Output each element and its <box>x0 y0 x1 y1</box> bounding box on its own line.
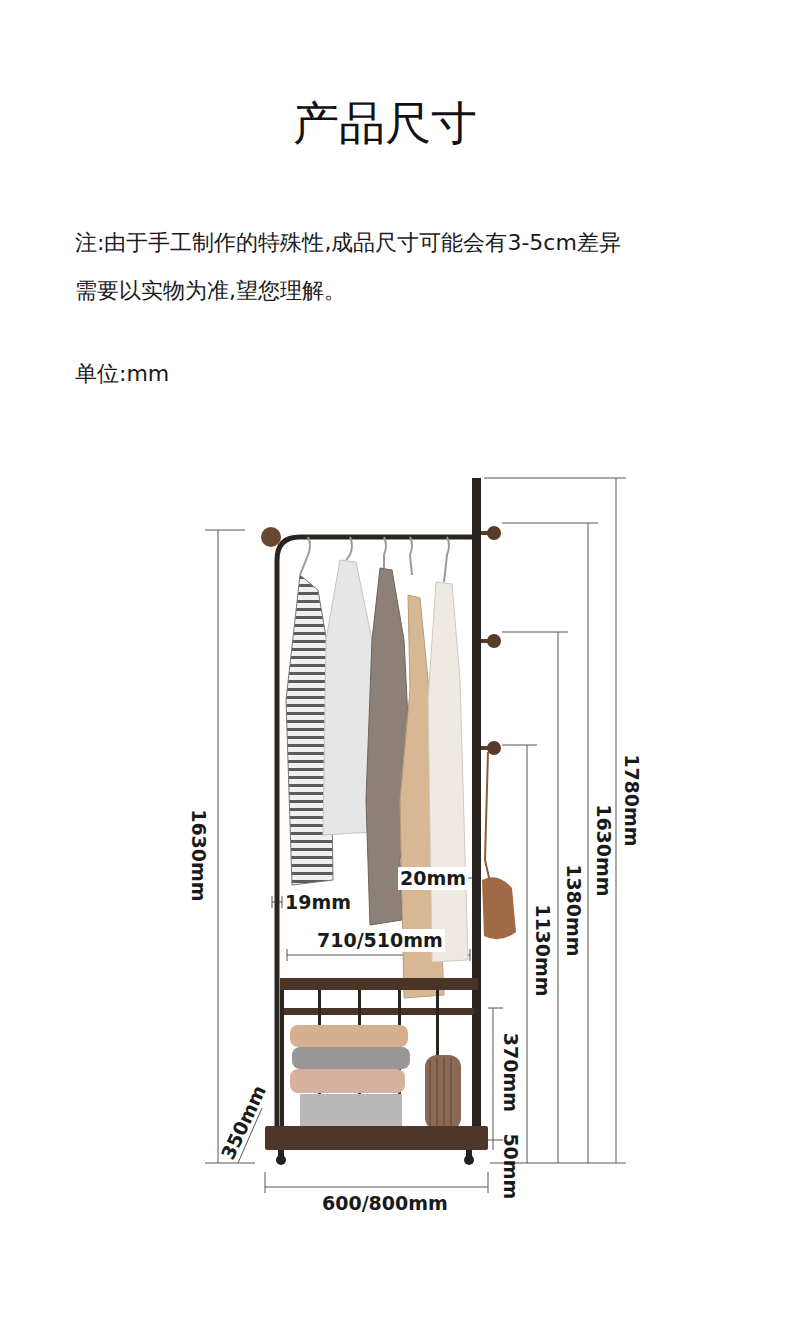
dimension-label: 50mm <box>500 1133 523 1199</box>
dimension-label: 1630mm <box>187 809 210 901</box>
unit-text: 单位:mm <box>75 361 169 387</box>
note-text: 需要以实物为准,望您理解。 <box>75 278 346 304</box>
dimension-label: 710/510mm <box>315 929 445 952</box>
dimension-label: 370mm <box>499 1033 522 1112</box>
dimension-label: 19mm <box>283 891 353 914</box>
dimension-label: 1130mm <box>531 904 554 996</box>
dimension-label: 600/800mm <box>322 1192 448 1215</box>
dimension-label: 1780mm <box>620 754 643 846</box>
dimension-label: 20mm <box>398 867 468 890</box>
note-text: 注:由于手工制作的特殊性,成品尺寸可能会有3-5cm差异 <box>75 230 621 256</box>
dimension-label: 1630mm <box>592 804 615 896</box>
dimension-label: 1380mm <box>562 864 585 956</box>
page-title: 产品尺寸 <box>293 96 477 151</box>
